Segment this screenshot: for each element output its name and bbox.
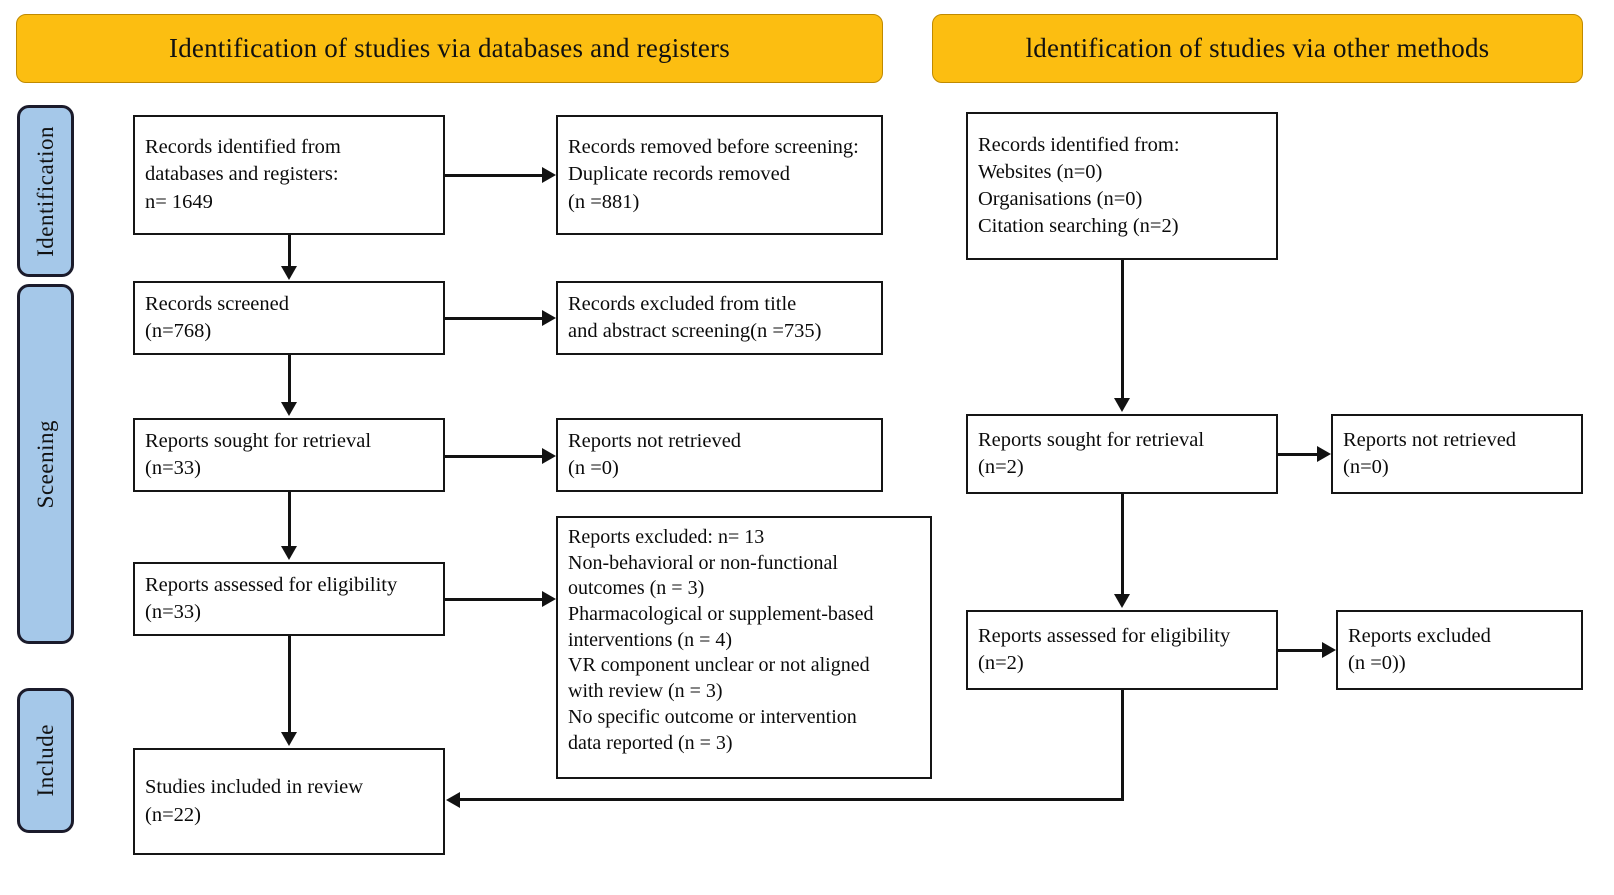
arrowhead-right-sought-to-assessed bbox=[1114, 594, 1130, 608]
phase-included-label: Include bbox=[32, 724, 58, 797]
arrowhead-assessed-to-included bbox=[281, 732, 297, 746]
box-reports-sought-right: Reports sought for retrieval (n=2) bbox=[966, 414, 1278, 494]
box-reports-excluded-reasons-text: Reports excluded: n= 13 Non-behavioral o… bbox=[568, 526, 874, 754]
box-records-excluded-title-abstract-text: Records excluded from title and abstract… bbox=[568, 292, 822, 342]
arrowhead-sought-to-not-retrieved bbox=[542, 448, 556, 464]
connector-sought-to-assessed bbox=[288, 492, 291, 547]
box-studies-included-text: Studies included in review (n=22) bbox=[145, 776, 364, 826]
arrowhead-screened-to-excluded bbox=[542, 310, 556, 326]
box-reports-assessed-right-text: Reports assessed for eligibility (n=2) bbox=[978, 624, 1231, 674]
connector-assessed-to-excluded-reasons bbox=[445, 598, 543, 601]
box-records-identified-other: Records identified from: Websites (n=0) … bbox=[966, 112, 1278, 260]
banner-other-label: ldentification of studies via other meth… bbox=[1025, 33, 1490, 63]
connector-identified-to-removed bbox=[445, 174, 543, 177]
box-records-removed-text: Records removed before screening: Duplic… bbox=[568, 136, 859, 213]
box-reports-excluded-reasons: Reports excluded: n= 13 Non-behavioral o… bbox=[556, 516, 932, 779]
box-reports-not-retrieved-right: Reports not retrieved (n=0) bbox=[1331, 414, 1583, 494]
box-reports-assessed-right: Reports assessed for eligibility (n=2) bbox=[966, 610, 1278, 690]
banner-databases-label: Identification of studies via databases … bbox=[169, 33, 730, 63]
connector-right-sought-to-assessed bbox=[1121, 494, 1124, 595]
connector-right-assessed-drop bbox=[1121, 690, 1124, 801]
box-reports-assessed-left: Reports assessed for eligibility (n=33) bbox=[133, 562, 445, 636]
box-reports-assessed-left-text: Reports assessed for eligibility (n=33) bbox=[145, 573, 398, 623]
box-reports-not-retrieved-right-text: Reports not retrieved (n=0) bbox=[1343, 428, 1517, 478]
phase-identification-label: Identification bbox=[32, 125, 58, 257]
connector-assessed-to-included bbox=[288, 636, 291, 733]
box-records-identified-other-text: Records identified from: Websites (n=0) … bbox=[978, 133, 1180, 238]
phase-screening-label: Sceening bbox=[32, 419, 58, 509]
banner-other-methods: ldentification of studies via other meth… bbox=[932, 14, 1583, 83]
arrowhead-screened-to-sought bbox=[281, 402, 297, 416]
connector-right-sought-to-not-retrieved bbox=[1278, 453, 1318, 456]
arrowhead-right-assessed-to-excluded bbox=[1322, 642, 1336, 658]
box-records-excluded-title-abstract: Records excluded from title and abstract… bbox=[556, 281, 883, 355]
box-reports-sought-left-text: Reports sought for retrieval (n=33) bbox=[145, 429, 372, 479]
connector-sought-to-not-retrieved bbox=[445, 455, 543, 458]
box-records-screened: Records screened (n=768) bbox=[133, 281, 445, 355]
arrowhead-other-identified-to-sought bbox=[1114, 398, 1130, 412]
phase-included: Include bbox=[17, 688, 74, 833]
connector-right-assessed-to-excluded bbox=[1278, 649, 1323, 652]
box-records-identified-databases: Records identified from databases and re… bbox=[133, 115, 445, 235]
phase-identification: Identification bbox=[17, 105, 74, 277]
connector-screened-to-excluded bbox=[445, 317, 543, 320]
box-reports-not-retrieved-left: Reports not retrieved (n =0) bbox=[556, 418, 883, 492]
box-records-screened-text: Records screened (n=768) bbox=[145, 292, 290, 342]
arrowhead-assessed-to-excluded-reasons bbox=[542, 591, 556, 607]
box-reports-excluded-right-text: Reports excluded (n =0)) bbox=[1348, 624, 1491, 674]
banner-databases-registers: Identification of studies via databases … bbox=[16, 14, 883, 83]
arrowhead-sought-to-assessed bbox=[281, 546, 297, 560]
box-records-identified-databases-text: Records identified from databases and re… bbox=[145, 136, 341, 213]
connector-screened-to-sought bbox=[288, 355, 291, 403]
box-reports-excluded-right: Reports excluded (n =0)) bbox=[1336, 610, 1583, 690]
box-records-removed: Records removed before screening: Duplic… bbox=[556, 115, 883, 235]
connector-right-assessed-to-included bbox=[460, 798, 1124, 801]
phase-screening: Sceening bbox=[17, 284, 74, 644]
arrowhead-identified-to-screened bbox=[281, 266, 297, 280]
box-studies-included: Studies included in review (n=22) bbox=[133, 748, 445, 855]
box-reports-sought-left: Reports sought for retrieval (n=33) bbox=[133, 418, 445, 492]
connector-identified-to-screened bbox=[288, 235, 291, 267]
arrowhead-right-assessed-to-included bbox=[446, 792, 460, 808]
connector-other-identified-to-sought bbox=[1121, 260, 1124, 399]
arrowhead-identified-to-removed bbox=[542, 167, 556, 183]
box-reports-sought-right-text: Reports sought for retrieval (n=2) bbox=[978, 428, 1205, 478]
arrowhead-right-sought-to-not-retrieved bbox=[1317, 446, 1331, 462]
box-reports-not-retrieved-left-text: Reports not retrieved (n =0) bbox=[568, 429, 742, 479]
